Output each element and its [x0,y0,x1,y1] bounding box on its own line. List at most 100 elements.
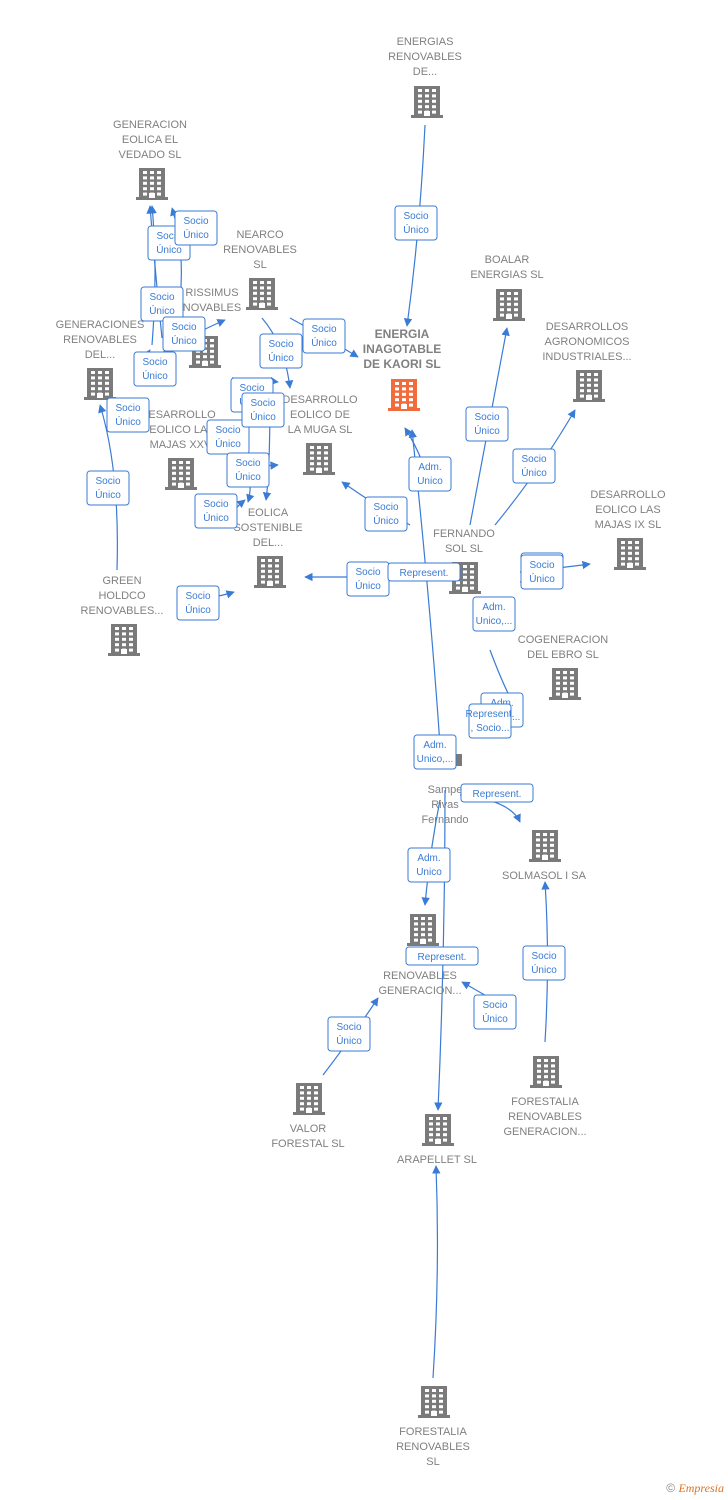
node-label: GENERACION [113,119,187,131]
edge-label-box[interactable] [194,493,238,529]
edge-label-box[interactable] [407,847,451,883]
edge-label[interactable]: Adm.Unico [407,847,451,883]
edge-label-box[interactable] [405,946,479,966]
node-energias-renovables-de[interactable]: ENERGIASRENOVABLESDE... [388,36,462,118]
edge-label-box[interactable] [259,333,303,369]
edge-label-box[interactable] [302,318,346,354]
edge-label-box[interactable] [522,945,566,981]
node-label: INDUSTRIALES... [542,351,631,363]
edge-label[interactable]: Represent., Socio... [466,703,515,739]
edge-label-text: Socio [95,476,120,487]
edge-label-text: Unico,... [417,754,454,765]
node-label: DEL... [85,349,116,361]
edge-label-text: Socio [203,499,228,510]
building-icon [614,538,646,570]
edge-label-text: Represent. [418,952,467,963]
edge-label-box[interactable] [86,470,130,506]
edge-label-box[interactable] [133,351,177,387]
edge-label-text: Socio [171,322,196,333]
edge-label-box[interactable] [408,456,452,492]
edge-label-box[interactable] [226,452,270,488]
edge-label-box[interactable] [176,585,220,621]
building-icon [388,379,420,411]
node-eolica-sostenible[interactable]: EOLICASOSTENIBLEDEL... [233,507,303,588]
edge-label-box[interactable] [394,205,438,241]
edge-label-box[interactable] [460,783,534,803]
node-arapellet[interactable]: ARAPELLET SL [397,1114,477,1166]
edge-label-box[interactable] [162,316,206,352]
edge-label[interactable]: Adm.Unico [408,456,452,492]
node-label: SOL SL [445,543,483,555]
edge-label-box[interactable] [140,286,184,322]
edge-label-text: Adm. [417,853,440,864]
edge-label-text: Socio [115,403,140,414]
edge-label-box[interactable] [465,406,509,442]
node-label: NEARCO [236,229,284,241]
node-forestalia-generacion[interactable]: FORESTALIARENOVABLESGENERACION... [503,1056,587,1138]
node-label: Sampe [428,784,463,796]
building-icon [254,556,286,588]
node-label: COGENERACION [518,634,609,646]
edge-label-text: Socio [142,357,167,368]
node-label: NOVABLES [183,302,242,314]
edge-label[interactable]: Adm.Unico,... [472,596,516,632]
edge-label-box[interactable] [520,554,564,590]
edge-label[interactable]: Represent. [405,946,479,966]
node-label: RENOVABLES... [81,605,164,617]
edge-label-box[interactable] [413,734,457,770]
edge-label[interactable]: Represent. [460,783,534,803]
node-generaciones-renovables[interactable]: GENERACIONESRENOVABLESDEL... [56,319,145,400]
edge-label-box[interactable] [241,392,285,428]
edge-label-box[interactable] [387,562,461,582]
edge-label-box[interactable] [106,397,150,433]
edge-label-box[interactable] [472,596,516,632]
node-label: RENOVABLES [508,1111,582,1123]
edge-label-box[interactable] [174,210,218,246]
node-green-holdco[interactable]: GREENHOLDCORENOVABLES... [81,575,164,656]
edge-label-box[interactable] [468,703,512,739]
edge-label-box[interactable] [327,1016,371,1052]
edge-label-text: Único [149,304,175,317]
edge-label[interactable]: Represent. [387,562,461,582]
edge-label-box[interactable] [512,448,556,484]
edge-label[interactable]: Adm.Unico,... [413,734,457,770]
edge-label-box[interactable] [364,496,408,532]
edge-label-text: Único [403,223,429,236]
node-desarrollos-agronomicos[interactable]: DESARROLLOSAGRONOMICOSINDUSTRIALES... [542,321,632,402]
node-solmasol[interactable]: SOLMASOL I SA [502,830,587,882]
edge-label-box[interactable] [473,994,517,1030]
